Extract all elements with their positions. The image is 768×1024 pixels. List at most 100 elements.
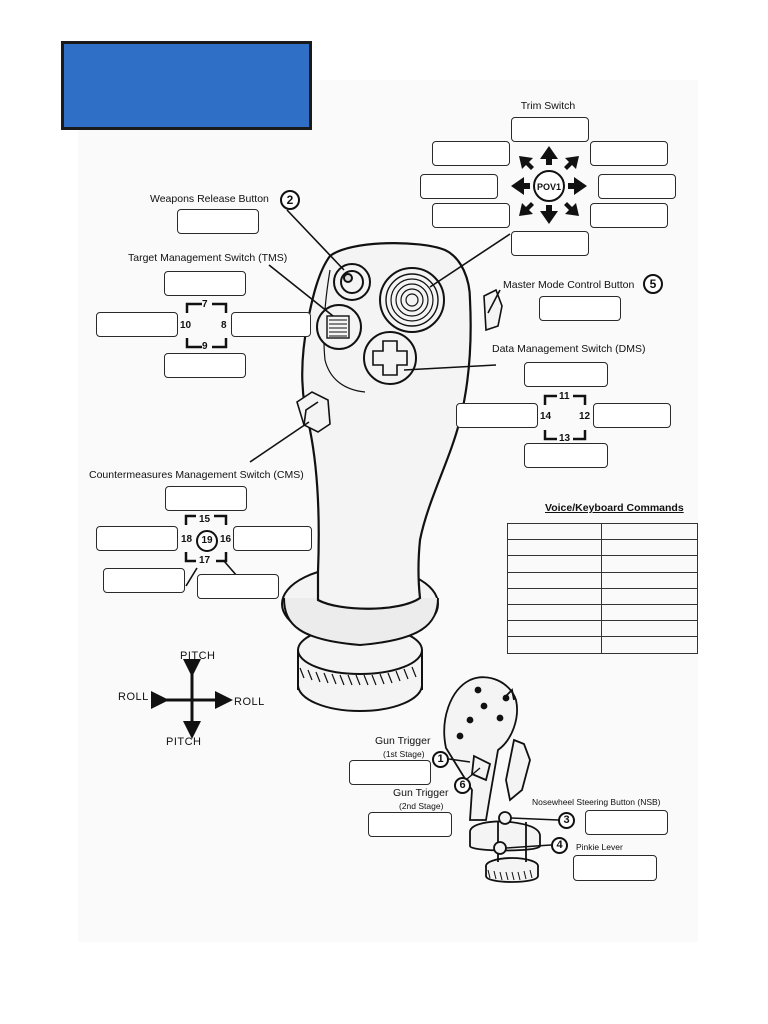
pitch-roll-cross <box>151 659 233 739</box>
table-row <box>507 603 698 622</box>
gun-trigger-2-label: Gun Trigger <box>393 787 449 799</box>
cms-left-number: 18 <box>181 534 193 545</box>
gun-trigger-1-label: Gun Trigger <box>375 735 431 747</box>
tms-bracket <box>185 302 228 349</box>
nsb-number: 3 <box>558 812 575 829</box>
tms-button-art <box>316 304 362 350</box>
dms-down-number: 13 <box>559 433 571 444</box>
side-view-leaders <box>448 758 559 849</box>
dms-up-box[interactable] <box>524 362 608 387</box>
weapons-release-number: 2 <box>280 190 300 210</box>
side-view-stick <box>443 676 541 883</box>
dms-right-box[interactable] <box>593 403 671 428</box>
title-box <box>61 41 312 130</box>
gun-trigger-2-box[interactable] <box>368 812 452 837</box>
tms-down-box[interactable] <box>164 353 246 378</box>
cms-up-number: 15 <box>199 514 211 525</box>
table-cell[interactable] <box>507 603 602 622</box>
pinkie-lever-label: Pinkie Lever <box>576 842 623 852</box>
table-cell[interactable] <box>507 636 602 654</box>
tms-left-number: 10 <box>180 320 192 331</box>
table-cell[interactable] <box>507 555 602 573</box>
cms-right-box[interactable] <box>233 526 312 551</box>
roll-left-label: ROLL <box>118 691 149 703</box>
master-mode-box[interactable] <box>539 296 621 321</box>
dms-right-number: 12 <box>579 411 591 422</box>
table-row <box>507 539 698 557</box>
table-row <box>507 571 698 589</box>
dms-down-box[interactable] <box>524 443 608 468</box>
voice-keyboard-title: Voice/Keyboard Commands <box>545 502 684 514</box>
gun-trigger-1-sub: (1st Stage) <box>383 749 425 759</box>
pinkie-lever-number: 4 <box>551 837 568 854</box>
trim-switch-label: Trim Switch <box>520 100 576 112</box>
mmc-nub <box>483 288 503 332</box>
pov-arrows <box>511 146 587 224</box>
table-cell[interactable] <box>601 555 698 573</box>
table-cell[interactable] <box>601 587 698 605</box>
tms-left-box[interactable] <box>96 312 178 337</box>
cms-left-box[interactable] <box>96 526 178 551</box>
pov-center <box>533 170 565 202</box>
tms-up-box[interactable] <box>164 271 246 296</box>
table-row <box>507 522 698 541</box>
cms-up-box[interactable] <box>165 486 247 511</box>
dms-left-box[interactable] <box>456 403 538 428</box>
table-cell[interactable] <box>601 539 698 557</box>
table-cell[interactable] <box>507 571 602 589</box>
tms-right-box[interactable] <box>231 312 311 337</box>
master-mode-label: Master Mode Control Button <box>503 279 635 291</box>
tms-label: Target Management Switch (TMS) <box>128 252 288 264</box>
tms-up-number: 7 <box>202 299 208 310</box>
table-cell[interactable] <box>601 571 698 589</box>
pitch-up-label: PITCH <box>180 650 216 662</box>
cms-down-number: 17 <box>199 555 211 566</box>
nsb-box[interactable] <box>585 810 668 835</box>
voice-keyboard-table <box>507 522 698 654</box>
cms-down-box[interactable] <box>103 568 185 593</box>
gun-trigger-2-number: 6 <box>454 777 471 794</box>
table-cell[interactable] <box>507 539 602 557</box>
cms-right-number: 16 <box>220 534 232 545</box>
tms-down-number: 9 <box>202 341 208 352</box>
trim-up-right-box[interactable] <box>590 141 668 166</box>
cms-center-number: 19 <box>196 530 218 552</box>
table-cell[interactable] <box>601 636 698 654</box>
table-cell[interactable] <box>507 620 602 638</box>
cms-label: Countermeasures Management Switch (CMS) <box>89 469 304 481</box>
table-cell[interactable] <box>507 587 602 605</box>
table-row <box>507 555 698 573</box>
table-cell[interactable] <box>601 603 698 622</box>
gun-trigger-1-number: 1 <box>432 751 449 768</box>
table-row <box>507 636 698 654</box>
trim-up-left-box[interactable] <box>432 141 510 166</box>
trim-up-box[interactable] <box>511 117 589 142</box>
trim-down-left-box[interactable] <box>432 203 510 228</box>
weapons-release-box[interactable] <box>177 209 259 234</box>
table-cell[interactable] <box>507 522 602 541</box>
trim-hat-art <box>379 267 445 333</box>
dms-button-art <box>363 331 417 385</box>
pitch-down-label: PITCH <box>166 736 202 748</box>
gun-trigger-2-sub: (2nd Stage) <box>399 801 444 811</box>
trim-down-box[interactable] <box>511 231 589 256</box>
weapons-release-button-art <box>333 263 371 301</box>
trim-right-box[interactable] <box>598 174 676 199</box>
table-cell[interactable] <box>601 522 698 541</box>
cms-center-box[interactable] <box>197 574 279 599</box>
table-row <box>507 620 698 638</box>
leader-lines <box>185 209 511 587</box>
roll-right-label: ROLL <box>234 696 265 708</box>
pinkie-lever-box[interactable] <box>573 855 657 881</box>
nsb-label: Nosewheel Steering Button (NSB) <box>532 797 661 807</box>
trim-down-right-box[interactable] <box>590 203 668 228</box>
dms-left-number: 14 <box>540 411 552 422</box>
master-mode-number: 5 <box>643 274 663 294</box>
weapons-release-label: Weapons Release Button <box>150 193 269 205</box>
table-cell[interactable] <box>601 620 698 638</box>
dms-label: Data Management Switch (DMS) <box>492 343 646 355</box>
cms-bracket <box>184 514 228 563</box>
trim-left-box[interactable] <box>420 174 498 199</box>
gun-trigger-1-box[interactable] <box>349 760 431 785</box>
